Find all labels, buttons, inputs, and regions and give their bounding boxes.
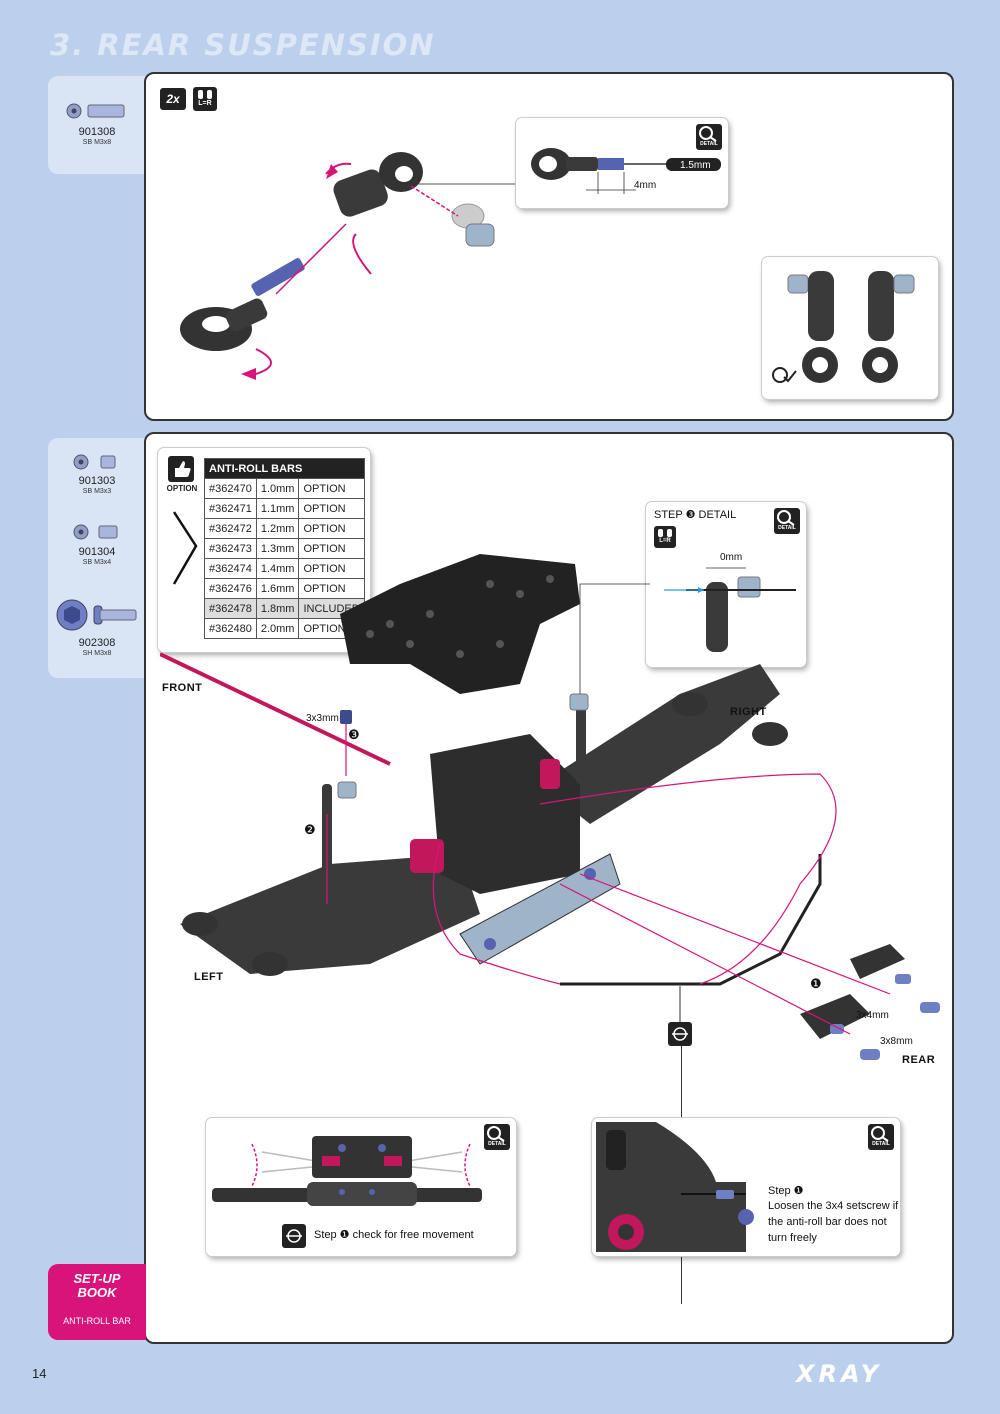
assembly-panel-1: 2x L=R (144, 72, 954, 421)
step1-marker: ❶ (810, 976, 822, 991)
magnifier-icon (699, 126, 717, 142)
part-size: SB M3x4 (82, 559, 112, 566)
part-code: 901304 (78, 546, 116, 558)
rear-suspension-assembly-drawing (160, 554, 940, 1060)
setscrew-note-line2: Loosen the 3x4 setscrew if (768, 1200, 899, 1212)
free-movement-badge (282, 1224, 306, 1248)
setup-book-title-line1: SET-UP (73, 1271, 121, 1286)
rotation-check-icon (286, 1229, 302, 1243)
mirror-parts-icon (198, 90, 212, 99)
length-label: 4mm (634, 180, 657, 191)
screw-3x3-label: 3x3mm (306, 713, 339, 724)
rear-label: REAR (902, 1054, 936, 1066)
detail-badge: DETAIL (774, 508, 800, 534)
setup-book-subtitle: ANTI-ROLL BAR (63, 1316, 131, 1326)
tool-size-label: 1.5mm (680, 160, 711, 171)
option-label: OPTION (166, 484, 198, 493)
brand-logo: XRAY (796, 1360, 883, 1388)
setup-book-tab: SET-UP BOOK ANTI-ROLL BAR (48, 1264, 146, 1340)
free-movement-inset: DETAIL Step ❶ check for free movement (206, 1118, 516, 1256)
detail-badge: DETAIL (696, 124, 722, 150)
lr-label: L=R (198, 100, 212, 107)
setscrew-icon (73, 524, 118, 540)
parts-tab-1: 901308 SB M3x8 (48, 76, 146, 174)
free-movement-badge (668, 1022, 692, 1046)
gap-label: 0mm (720, 552, 743, 563)
length-measurement-drawing (531, 148, 721, 194)
part-size: SB M3x8 (82, 139, 112, 146)
magnifier-icon (871, 1126, 889, 1142)
thumbs-up-icon (168, 456, 194, 482)
page-number: 14 (32, 1366, 47, 1381)
step3-detail-title: STEP ❸ DETAIL (654, 509, 737, 521)
quantity-badge: 2x (160, 88, 186, 110)
free-movement-caption: Step ❶ check for free movement (314, 1229, 474, 1241)
detail-badge: DETAIL (484, 1124, 510, 1150)
page-title: 3. REAR SUSPENSION (50, 28, 436, 62)
anti-roll-bar-shape-icon (172, 511, 198, 585)
step3-marker: ❸ (348, 727, 360, 742)
part-code: 901303 (78, 475, 116, 487)
socket-head-screw-icon (56, 599, 137, 631)
detail-inset-length: DETAIL 1.5mm 4mm (516, 118, 728, 208)
flat-screw-icon (66, 103, 125, 119)
detail-label: DETAIL (778, 525, 796, 531)
lr-label: L=R (659, 538, 671, 544)
setscrew-closeup-drawing (596, 1122, 754, 1252)
magnifier-icon (487, 1126, 505, 1142)
rear-view-drawing (212, 1136, 482, 1206)
step2-marker: ❷ (304, 822, 316, 837)
part-code: 902308 (78, 637, 116, 649)
finished-pair-inset (762, 257, 938, 399)
lr-badge: L=R (654, 526, 676, 548)
detail-label: DETAIL (872, 1141, 890, 1147)
screw-3x4-label: 3x4mm (856, 1010, 889, 1021)
setscrew-icon (73, 454, 116, 470)
parts-tab-2: 901303 SB M3x3 901304 SB M3x4 902308 SH … (48, 438, 146, 678)
detail-label: DETAIL (488, 1141, 506, 1147)
setup-book-title-line2: BOOK (77, 1285, 117, 1300)
left-label: LEFT (194, 971, 224, 983)
part-size: SB M3x3 (82, 488, 112, 495)
detail-badge: DETAIL (868, 1124, 894, 1150)
screw-3x8-label: 3x8mm (880, 1036, 913, 1047)
step3-detail-inset: STEP ❸ DETAIL DETAIL L=R 0mm (646, 502, 806, 667)
detail-label: DETAIL (700, 141, 718, 147)
magnifier-icon (777, 510, 795, 526)
setscrew-note-line3: the anti-roll bar does not (768, 1216, 887, 1228)
step3-gap-drawing (664, 567, 796, 652)
ball-end-assembly-drawing (180, 152, 526, 380)
right-label: RIGHT (730, 706, 767, 718)
lr-badge: L=R (193, 87, 217, 111)
part-code: 901308 (78, 126, 116, 138)
part-size: SH M3x8 (82, 650, 112, 657)
setscrew-note-line1: Step ❶ (768, 1185, 804, 1197)
mirror-parts-icon (658, 529, 672, 537)
finished-ball-ends-drawing (772, 271, 915, 383)
front-label: FRONT (162, 682, 203, 694)
setscrew-note-line4: turn freely (768, 1232, 817, 1244)
table-header: ANTI-ROLL BARS (204, 458, 365, 479)
setscrew-inset: DETAIL Step ❶ Loosen the 3x4 setscrew if… (592, 1118, 900, 1256)
rotation-check-icon (672, 1027, 688, 1041)
